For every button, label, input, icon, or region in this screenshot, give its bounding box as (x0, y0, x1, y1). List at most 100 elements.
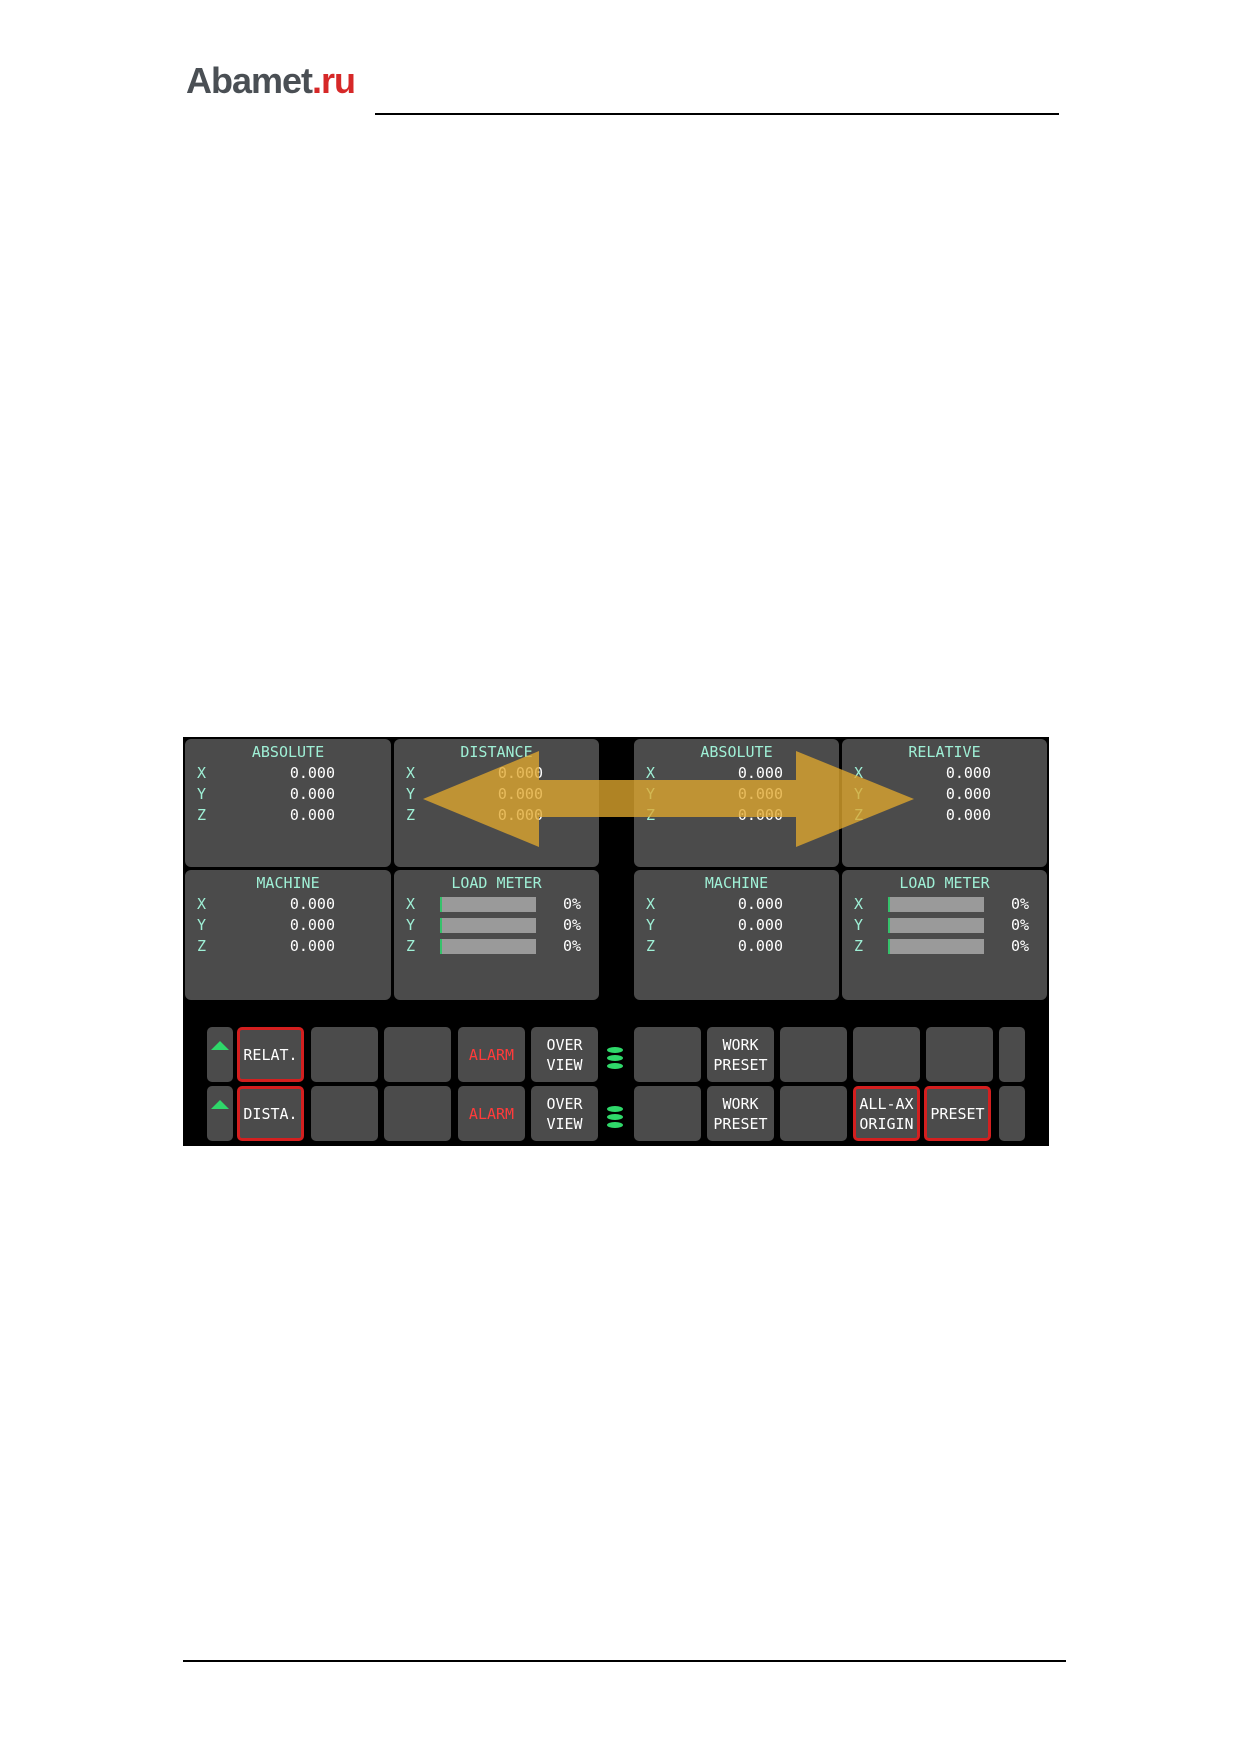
load-bar (888, 918, 984, 933)
panel-title: MACHINE (704, 874, 769, 892)
header-rule (375, 113, 1059, 115)
axis-label: X (854, 895, 864, 913)
axis-value: 0.000 (737, 895, 783, 913)
up-triangle-icon (211, 1041, 229, 1050)
axis-label: Y (854, 785, 864, 803)
softkey-blank[interactable] (311, 1086, 378, 1141)
axis-label: X (406, 895, 416, 913)
axis-value: 0.000 (289, 785, 335, 803)
axis-value: 0.000 (497, 764, 543, 782)
load-bar (888, 897, 984, 912)
axis-value: 0.000 (737, 764, 783, 782)
softkey-blank[interactable] (311, 1027, 378, 1082)
softkey-blank[interactable] (634, 1086, 701, 1141)
axis-label: X (646, 895, 656, 913)
axis-value: 0.000 (497, 785, 543, 803)
load-percent: 0% (562, 937, 581, 955)
axis-label: Z (646, 937, 656, 955)
softkey-dista[interactable]: DISTA. (237, 1086, 304, 1141)
axis-value: 0.000 (289, 916, 335, 934)
abamet-logo: Abamet.ru (186, 60, 356, 101)
softkey-blank[interactable] (780, 1027, 847, 1082)
up-triangle-icon (211, 1100, 229, 1109)
load-percent: 0% (562, 895, 581, 913)
footer-rule (183, 1660, 1066, 1662)
axis-label: X (197, 895, 207, 913)
panel-title: DISTANCE (460, 743, 533, 761)
axis-value: 0.000 (737, 916, 783, 934)
panel-title: ABSOLUTE (251, 743, 325, 761)
axis-label: Z (646, 806, 656, 824)
axis-label: Z (197, 806, 207, 824)
load-bar (440, 918, 536, 933)
axis-value: 0.000 (289, 895, 335, 913)
axis-value: 0.000 (289, 937, 335, 955)
axis-label: Y (197, 916, 207, 934)
softkey-work-preset[interactable]: WORK PRESET (707, 1027, 774, 1082)
axis-label: X (854, 764, 864, 782)
axis-label: Z (197, 937, 207, 955)
softkey-alarm[interactable]: ALARM (458, 1027, 525, 1082)
axis-value: 0.000 (289, 806, 335, 824)
layers-icon (607, 1047, 625, 1069)
axis-label: X (646, 764, 656, 782)
softkey-blank[interactable] (999, 1027, 1025, 1082)
softkey-overview[interactable]: OVER VIEW (531, 1086, 598, 1141)
softkey-preset[interactable]: PRESET (924, 1086, 991, 1141)
load-meter-panel-left: LOAD METER X 0% Y 0% Z 0% (394, 870, 599, 1000)
softkey-overview[interactable]: OVER VIEW (531, 1027, 598, 1082)
axis-value: 0.000 (737, 937, 783, 955)
panel-title: LOAD METER (451, 874, 542, 892)
softkey-blank[interactable] (384, 1027, 451, 1082)
axis-value: 0.000 (945, 764, 991, 782)
axis-label: Y (197, 785, 207, 803)
axis-label: X (406, 764, 416, 782)
axis-label: Z (406, 937, 416, 955)
softkey-blank[interactable] (780, 1086, 847, 1141)
axis-label: Y (406, 916, 416, 934)
axis-label: Z (854, 937, 864, 955)
load-bar (440, 897, 536, 912)
axis-label: Z (854, 806, 864, 824)
softkey-alarm[interactable]: ALARM (458, 1086, 525, 1141)
axis-value: 0.000 (737, 806, 783, 824)
panel-title: RELATIVE (908, 743, 981, 761)
softkey-blank[interactable] (999, 1086, 1025, 1141)
softkey-blank[interactable] (853, 1027, 920, 1082)
axis-value: 0.000 (289, 764, 335, 782)
panel-title: MACHINE (256, 874, 320, 892)
softkey-blank[interactable] (384, 1086, 451, 1141)
axis-label: Y (406, 785, 416, 803)
cnc-screen: ABSOLUTE X 0.000 Y 0.000 Z 0.000 DISTANCE X… (183, 737, 1049, 1146)
absolute-panel-right: ABSOLUTE X 0.000 Y 0.000 Z 0.000 (634, 739, 839, 867)
absolute-panel-left: ABSOLUTE X 0.000 Y 0.000 Z 0.000 (185, 739, 391, 867)
axis-label: Y (854, 916, 864, 934)
axis-label: Z (406, 806, 416, 824)
machine-panel-right: MACHINE X 0.000 Y 0.000 Z 0.000 (634, 870, 839, 1000)
axis-value: 0.000 (945, 806, 991, 824)
panel-title: LOAD METER (899, 874, 990, 892)
panel-title: ABSOLUTE (700, 743, 773, 761)
softkey-work-preset[interactable]: WORK PRESET (707, 1086, 774, 1141)
layers-icon (607, 1106, 625, 1128)
load-percent: 0% (562, 916, 581, 934)
load-bar (888, 939, 984, 954)
axis-label: Y (646, 916, 656, 934)
softkey-all-axis-origin[interactable]: ALL-AX ORIGIN (853, 1086, 920, 1141)
load-bar (440, 939, 536, 954)
softkey-relat[interactable]: RELAT. (237, 1027, 304, 1082)
axis-value: 0.000 (945, 785, 991, 803)
softkey-shift-up-1[interactable] (207, 1027, 233, 1082)
axis-label: X (197, 764, 207, 782)
machine-panel-left: MACHINE X 0.000 Y 0.000 Z 0.000 (185, 870, 391, 1000)
load-percent: 0% (1010, 895, 1029, 913)
softkey-blank[interactable] (926, 1027, 993, 1082)
axis-label: Y (646, 785, 656, 803)
axis-value: 0.000 (737, 785, 783, 803)
relative-panel: RELATIVE X 0.000 Y 0.000 Z 0.000 (842, 739, 1047, 867)
load-percent: 0% (1010, 937, 1029, 955)
softkey-blank[interactable] (634, 1027, 701, 1082)
softkey-shift-up-2[interactable] (207, 1086, 233, 1141)
